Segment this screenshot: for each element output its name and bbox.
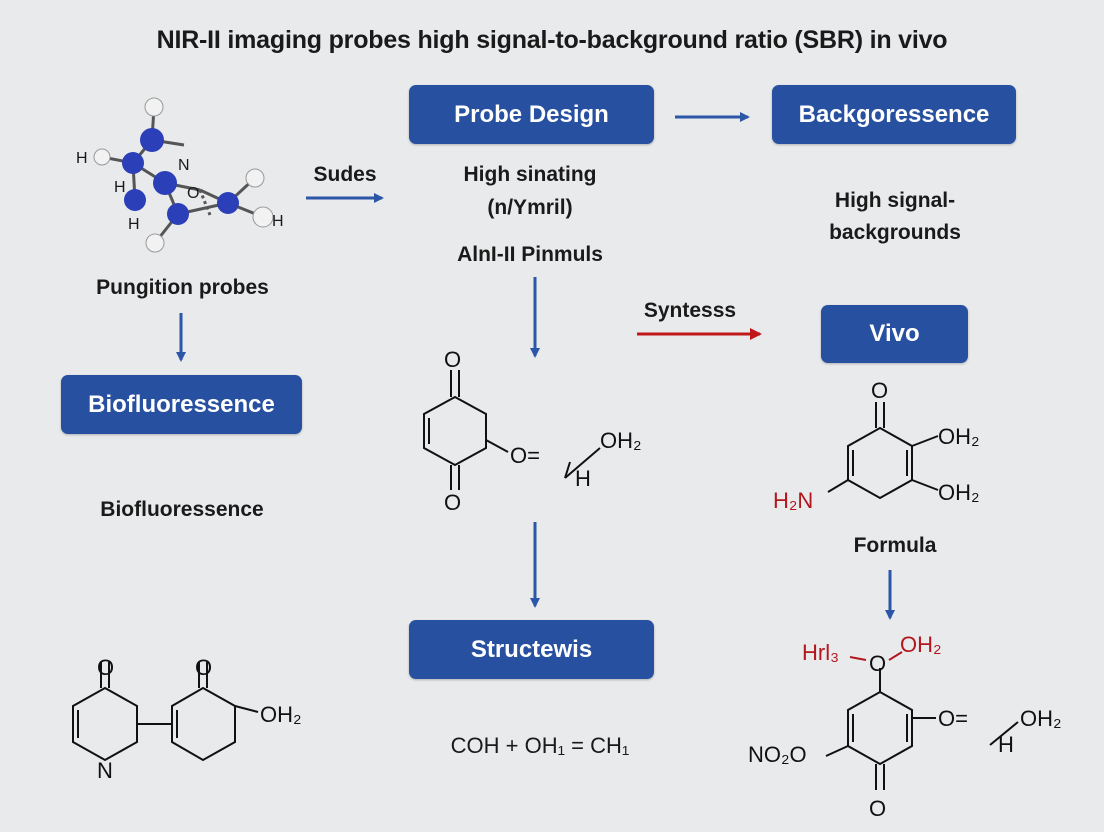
atom-no2o: NO₂O <box>748 742 807 767</box>
backgoressence-box: Backgoressence <box>772 85 1016 144</box>
atom-h: H <box>128 216 140 233</box>
atom-hrl3: Hrl₃ <box>802 640 839 665</box>
high-signal-label-2: backgrounds <box>829 221 961 244</box>
atom-n: N <box>178 157 190 174</box>
n-mril-label: (n/Ymril) <box>487 196 573 219</box>
atom-oh2: OH₂ <box>938 424 980 449</box>
atom-oh2: OH₂ <box>1020 706 1062 731</box>
atom-o: O <box>97 655 114 680</box>
biofluoressence-box: Biofluoressence <box>61 375 302 434</box>
atom-o: O <box>195 655 212 680</box>
atom-h: H <box>76 150 88 167</box>
atom-h2n: H₂N <box>773 488 813 513</box>
vivo-box: Vivo <box>821 305 968 363</box>
atom-o: O <box>871 378 888 403</box>
atom-o: O <box>187 185 199 202</box>
biofluoressence-text: Biofluoressence <box>100 498 264 521</box>
atom-h: H <box>575 466 591 491</box>
atom-o: O <box>869 796 886 821</box>
atom-o: O <box>444 490 461 515</box>
atom-h: H <box>114 179 126 196</box>
atom-h: H <box>998 732 1014 757</box>
atom-h: H <box>272 213 284 230</box>
structewis-box: Structewis <box>409 620 654 679</box>
high-signal-label-1: High signal- <box>834 189 956 212</box>
atom-o: O <box>869 651 886 676</box>
diagram-title: NIR-II imaging probes high signal-to-bac… <box>156 26 948 54</box>
equation-text: COH + OH₁ = CH₁ <box>450 733 630 758</box>
atom-oh2: OH₂ <box>900 632 942 657</box>
pungition-probes-label: Pungition probes <box>96 276 269 299</box>
formula-label: Formula <box>853 534 937 557</box>
alnl-pinmuls-label: AlnI-II Pinmuls <box>457 243 603 266</box>
sudes-label: Sudes <box>313 163 377 186</box>
atom-o-eq: O= <box>510 443 540 468</box>
atom-oh2: OH₂ <box>600 428 642 453</box>
syntesss-label: Syntesss <box>643 299 737 322</box>
atom-oh2: OH₂ <box>938 480 980 505</box>
atom-oh2: OH₂ <box>260 702 302 727</box>
high-sinating-label: High sinating <box>463 163 597 186</box>
atom-n: N <box>97 758 113 783</box>
probe-design-box: Probe Design <box>409 85 654 144</box>
atom-o-eq: O= <box>938 706 968 731</box>
atom-o: O <box>444 347 461 372</box>
